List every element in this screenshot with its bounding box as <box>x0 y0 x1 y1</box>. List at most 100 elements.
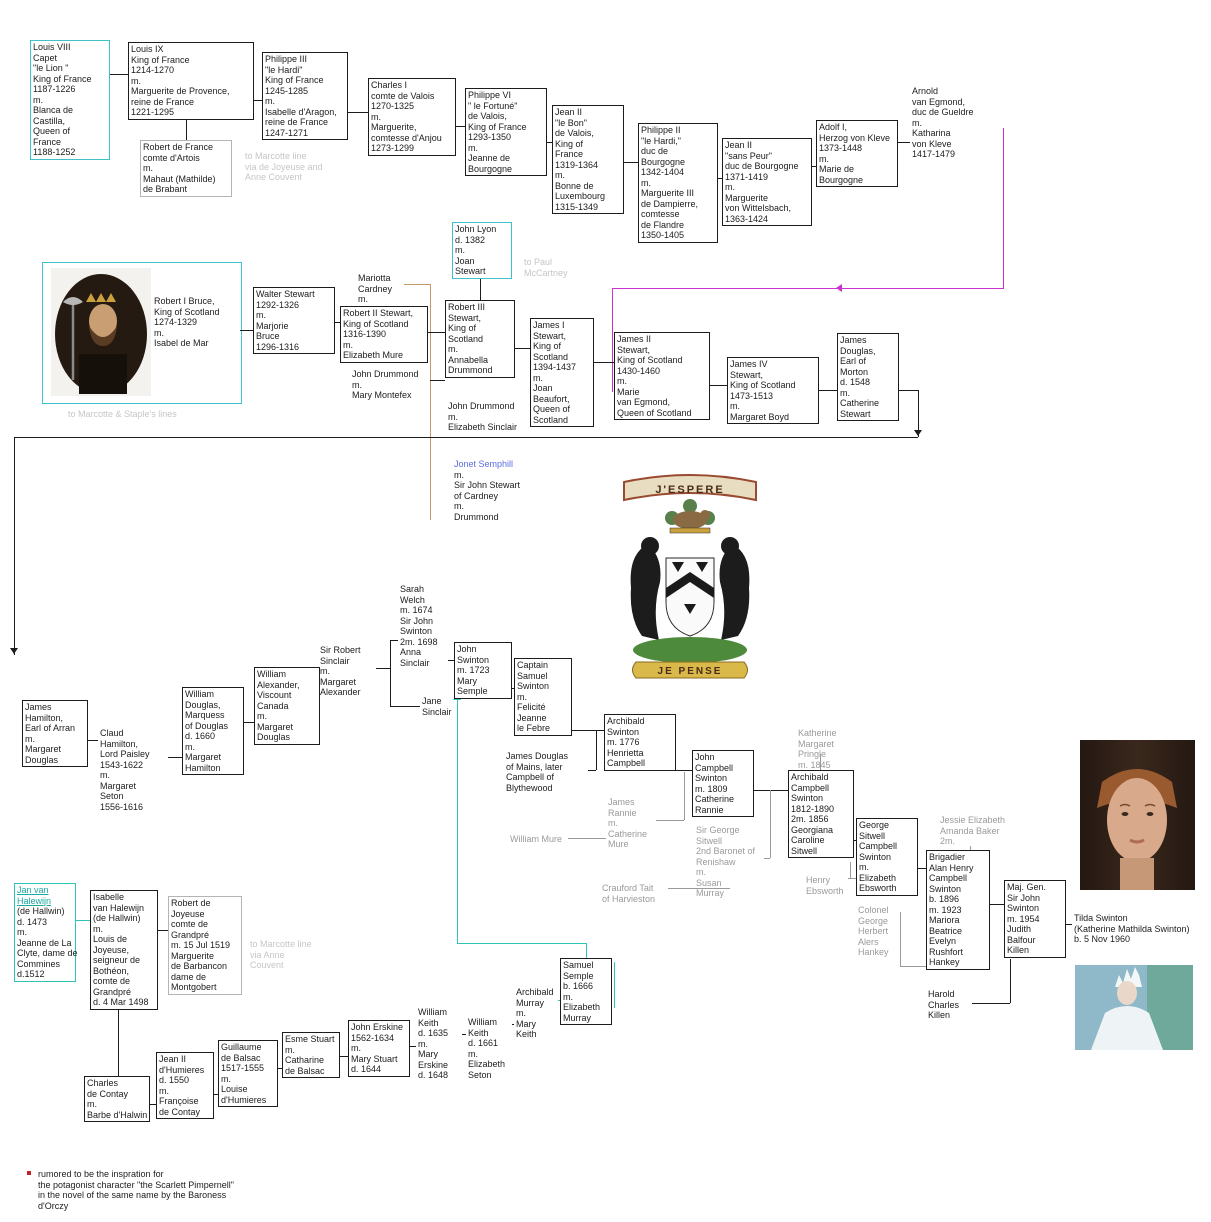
john-campbell-swinton-line-2: Swinton <box>695 773 728 783</box>
jan-van-halewijn-line-2: (de Hallwin) <box>17 906 65 916</box>
james-iv-stewart-line-2: King of Scotland <box>730 380 796 390</box>
sarah-welch-line-4: Swinton <box>400 626 433 636</box>
james-ii-stewart-line-3: 1430-1460 <box>617 365 661 376</box>
archibald-campbell-swinton-line-0: Archibald <box>791 772 829 782</box>
connector-61 <box>457 943 586 944</box>
william-douglas-line-5: m. <box>185 741 195 752</box>
james-i-stewart-line-2: King of <box>533 341 562 351</box>
jan-van-halewijn-line-1[interactable]: Halewijn <box>17 895 52 906</box>
grassy-mound <box>633 637 747 663</box>
brigadier-alan-swinton-line-8: Evelyn <box>929 936 957 946</box>
brigadier-alan-swinton-line-0: Brigadier <box>929 852 966 862</box>
isabelle-van-halewijn-line-10: d. 4 Mar 1498 <box>93 997 149 1007</box>
jean-ii-le-bon-line-9: 1315-1349 <box>555 201 599 212</box>
william-keith-2-line-2: d. 1661 <box>468 1038 499 1048</box>
archibald-murray-line-0: Archibald <box>516 987 554 997</box>
jean-ii-le-bon-line-5: 1319-1364 <box>555 159 599 170</box>
tilda-swinton-line-1: (Katherine Mathilda Swinton) <box>1074 923 1190 934</box>
robert-iii-stewart-line-4: m. <box>448 344 458 354</box>
john-campbell-swinton-line-1: Campbell <box>695 762 734 773</box>
jean-ii-sans-peur-line-5: Marguerite <box>725 192 769 203</box>
louis-viii-line-7: Castilla, <box>33 115 66 126</box>
connector-65 <box>558 1000 560 1001</box>
connector-23 <box>819 390 837 391</box>
jan-van-halewijn-line-3: d. 1473 <box>17 916 48 927</box>
connector-22 <box>710 385 727 386</box>
john-lyon-line-2: m. <box>455 245 465 255</box>
john-drummond-1-line-2: Mary Montefex <box>352 390 412 400</box>
james-douglas-mains-line-2: Campbell of <box>506 772 555 782</box>
william-alexander-line-4: m. <box>257 711 267 721</box>
jean-ii-le-bon-line-0: Jean II <box>555 107 583 117</box>
guillaume-de-balsac-line-4: Louise <box>221 1084 248 1094</box>
philippe-ii-bourgogne-line-3: Bourgogne <box>641 156 686 167</box>
connector-71 <box>340 1056 348 1057</box>
connector-2 <box>254 100 262 101</box>
william-mure: William Mure <box>508 833 568 846</box>
boar-crest-icon <box>673 511 707 529</box>
robert-de-joyeuse-line-1: Joyeuse <box>171 908 205 919</box>
robert-iii-stewart-line-1: Stewart, <box>448 312 482 323</box>
james-i-stewart-line-6: Joan <box>533 383 553 393</box>
jean-ii-le-bon-line-7: Bonne de <box>555 180 594 191</box>
connector-33 <box>390 640 398 641</box>
louis-viii-line-3: King of France <box>33 73 92 84</box>
jan-van-halewijn-line-0[interactable]: Jan van <box>17 885 49 895</box>
connector-69 <box>214 1094 218 1095</box>
james-hamilton-line-2: Earl of Arran <box>25 723 76 733</box>
boar-crest-head <box>700 510 710 520</box>
sir-robert-sinclair-line-4: Alexander <box>320 687 361 697</box>
isabelle-van-halewijn-line-4: Louis de <box>93 934 128 944</box>
robert-iii-stewart-line-2: King of <box>448 323 477 333</box>
louis-ix-line-3: m. <box>131 75 141 86</box>
maj-gen-john-swinton-line-2: Swinton <box>1007 903 1040 913</box>
connector-38 <box>596 730 597 770</box>
adolf-i-kleve-line-0: Adolf I, <box>819 122 848 132</box>
james-hamilton-line-3: m. <box>25 733 35 744</box>
john-drummond-1-line-1: m. <box>352 379 362 390</box>
connector-35 <box>448 660 454 661</box>
john-swinton-1723-line-0: John <box>457 644 477 654</box>
claud-hamilton-line-2: Lord Paisley <box>100 749 150 759</box>
george-sitwell-campbell-swinton-line-5: Elizabeth <box>859 872 897 883</box>
claud-hamilton-line-4: m. <box>100 770 110 780</box>
katherine-pringle-line-3: m. 1845 <box>798 759 831 770</box>
connector-49 <box>854 840 856 841</box>
shield <box>665 557 715 637</box>
james-rannie-line-2: m. <box>608 818 618 828</box>
robert-de-joyeuse-line-0: Robert de <box>171 898 211 908</box>
louis-viii-line-6: Blanca de <box>33 105 74 115</box>
jonet-semphill-line-0: Jonet Semphill <box>454 459 514 469</box>
louis-ix-line-2: 1214-1270 <box>131 65 175 75</box>
tilda-swinton-line-0: Tilda Swinton <box>1074 913 1128 923</box>
philippe-vi-line-3: King of France <box>468 121 527 132</box>
philippe-iii-line-7: 1247-1271 <box>265 127 309 138</box>
connector-41 <box>684 772 685 820</box>
james-iv-stewart-line-1: Stewart, <box>730 369 764 380</box>
jan-van-halewijn-line-4: m. <box>17 927 27 937</box>
jean-ii-sans-peur-line-4: m. <box>725 182 735 192</box>
philippe-iii-line-3: 1245-1285 <box>265 85 309 96</box>
brigadier-alan-swinton-line-9: Rushfort <box>929 946 964 957</box>
sir-robert-sinclair-line-2: m. <box>320 666 330 676</box>
philippe-ii-bourgogne-line-7: de Dampierre, <box>641 198 699 209</box>
robert-i-bruce-line-2: 1274-1329 <box>154 317 198 327</box>
archibald-swinton-line-0: Archibald <box>607 716 645 726</box>
george-sitwell-campbell-swinton-line-2: Campbell <box>859 841 898 851</box>
colonel-hankey-line-2: Herbert <box>858 926 889 936</box>
robert-ii-stewart-line-0: Robert II Stewart, <box>343 308 414 318</box>
holly-leaf-icon <box>683 499 697 513</box>
connector-73 <box>462 1034 466 1035</box>
